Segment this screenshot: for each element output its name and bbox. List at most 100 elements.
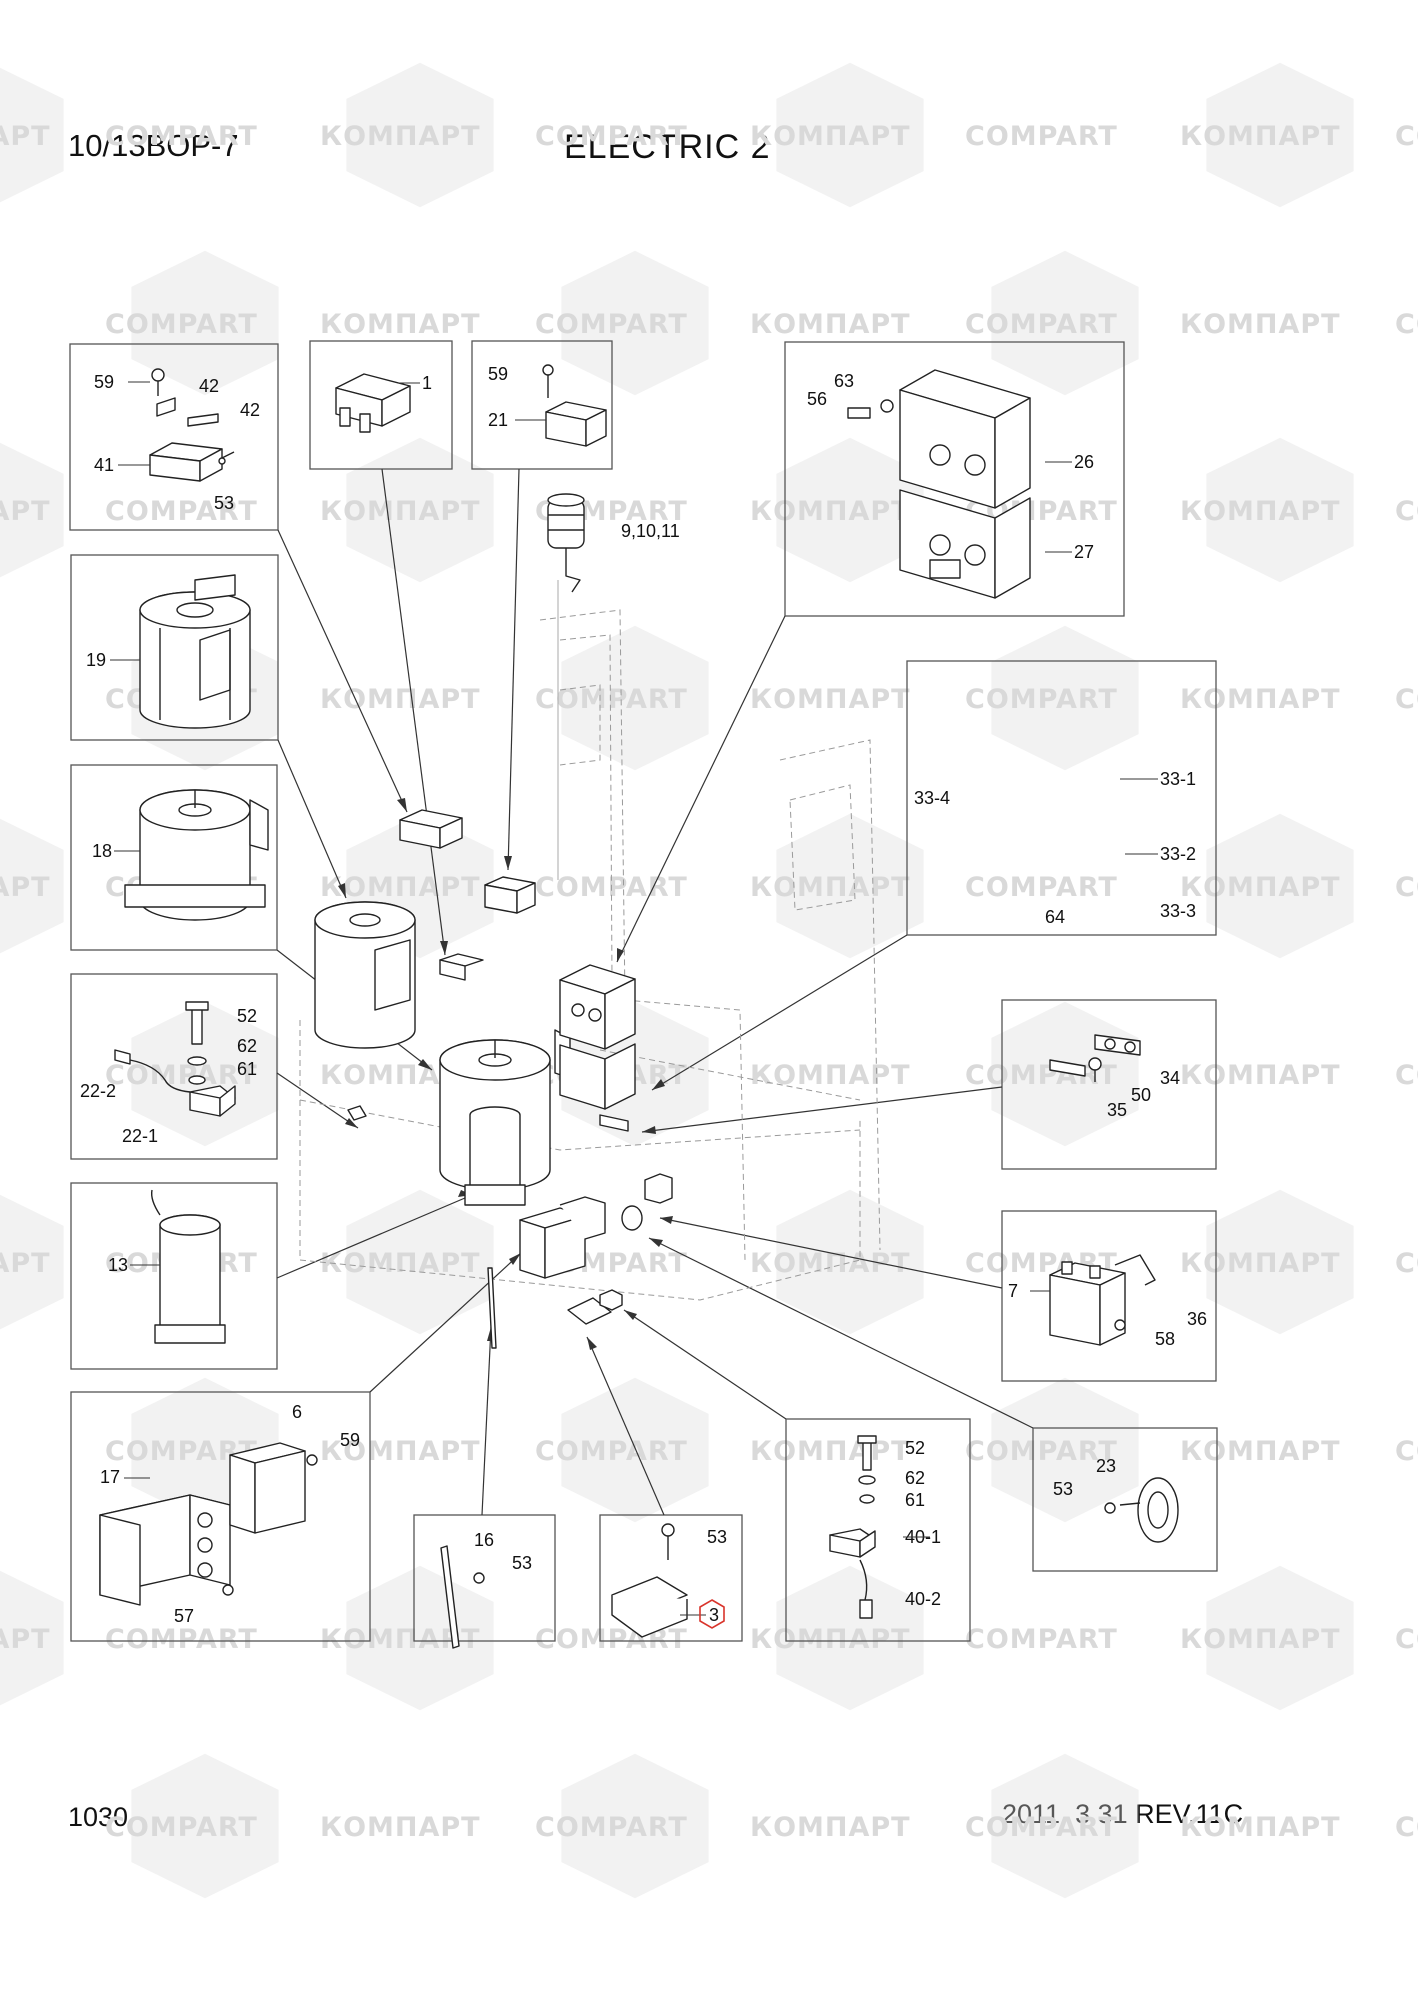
label-34: 34 xyxy=(1160,1068,1180,1088)
watermark-logo xyxy=(776,1565,924,1711)
watermark-text: COMPART xyxy=(1395,309,1418,340)
label-42: 42 xyxy=(240,400,260,420)
watermark-text: COMPART xyxy=(535,309,688,340)
watermark-text: КОМПАРТ xyxy=(750,1436,911,1467)
label-6: 6 xyxy=(292,1402,302,1422)
label-62: 62 xyxy=(905,1468,925,1488)
watermark-text: КОМПАРТ xyxy=(320,1248,481,1279)
motor-19-drawing xyxy=(139,574,251,729)
label-52: 52 xyxy=(237,1006,257,1026)
label-61: 61 xyxy=(237,1059,257,1079)
watermark-text: КОМПАРТ xyxy=(1180,1812,1341,1843)
watermark-layer: КОМПАРТ COMPART КОМПАРТ COMPART КОМПАРТ COMPA… xyxy=(0,62,1418,1899)
plate-34-35-drawing xyxy=(1049,1034,1141,1082)
watermark-text: COMPART xyxy=(1395,121,1418,152)
label-27: 27 xyxy=(1074,542,1094,562)
watermark-logo xyxy=(131,1001,279,1147)
watermark-text: COMPART xyxy=(1395,684,1418,715)
model-code: 10/13BOP-7 xyxy=(68,128,239,163)
label-26: 26 xyxy=(1074,452,1094,472)
watermark-text: КОМПАРТ xyxy=(320,309,481,340)
label-17: 17 xyxy=(100,1467,120,1487)
callout-boxes xyxy=(69,340,1218,1642)
watermark-logo xyxy=(561,1753,709,1899)
label-53: 53 xyxy=(1053,1479,1073,1499)
label-1: 1 xyxy=(422,373,432,393)
watermark-text: КОМПАРТ xyxy=(750,1812,911,1843)
label-64: 64 xyxy=(1045,907,1065,927)
watermark-text: КОМПАРТ xyxy=(750,872,911,903)
watermark-logo xyxy=(991,250,1139,396)
watermark-text: COMPART xyxy=(535,1436,688,1467)
watermark-text: КОМПАРТ xyxy=(320,1436,481,1467)
highlight-marker xyxy=(699,1599,725,1629)
watermark-logo xyxy=(776,437,924,583)
leader-lines xyxy=(276,468,1034,1516)
watermark-logo xyxy=(0,1570,64,1706)
watermark-logo xyxy=(991,625,1139,771)
watermark-logo xyxy=(1206,813,1354,959)
main-assembly-drawing xyxy=(314,809,673,1349)
watermark-text: COMPART xyxy=(1395,872,1418,903)
label-41: 41 xyxy=(94,455,114,475)
watermark-text: КОМПАРТ xyxy=(1180,309,1341,340)
watermark-logo xyxy=(0,1194,64,1330)
watermark-logo xyxy=(346,62,494,208)
label-22-1: 22-1 xyxy=(122,1126,158,1146)
watermark-text: КОМПАРТ xyxy=(750,1060,911,1091)
label-7: 7 xyxy=(1008,1281,1018,1301)
component-drawings xyxy=(99,364,1179,1649)
label-53: 53 xyxy=(512,1553,532,1573)
watermark-logo xyxy=(991,1753,1139,1899)
motor-18-drawing xyxy=(124,789,269,921)
watermark-logo xyxy=(0,67,64,203)
watermark-logo xyxy=(561,625,709,771)
label-35: 35 xyxy=(1107,1100,1127,1120)
watermark-text: КОМПАРТ xyxy=(750,684,911,715)
label-33-2: 33-2 xyxy=(1160,844,1196,864)
horn-23-drawing xyxy=(1104,1477,1179,1543)
label-56: 56 xyxy=(807,389,827,409)
watermark-logo xyxy=(776,1189,924,1335)
watermark-text: КОМПАРТ xyxy=(0,1248,51,1279)
watermark-text: КОМПАРТ xyxy=(750,496,911,527)
watermark-text: КОМПАРТ xyxy=(0,121,51,152)
watermark-text: КОМПАРТ xyxy=(320,121,481,152)
watermark-logo xyxy=(776,62,924,208)
label-ticks xyxy=(110,381,1158,1616)
label-21: 21 xyxy=(488,410,508,430)
label-52: 52 xyxy=(905,1438,925,1458)
label-18: 18 xyxy=(92,841,112,861)
watermark-text: КОМПАРТ xyxy=(1180,684,1341,715)
watermark-text: COMPART xyxy=(965,684,1118,715)
watermark-text: КОМПАРТ xyxy=(750,309,911,340)
watermark-text: КОМПАРТ xyxy=(1180,1060,1341,1091)
contactor-7-drawing xyxy=(1049,1254,1156,1346)
watermark-text: COMPART xyxy=(105,1624,258,1655)
watermark-logo xyxy=(776,813,924,959)
watermark-text: COMPART xyxy=(105,1812,258,1843)
label-57: 57 xyxy=(174,1606,194,1626)
switch-22-drawing xyxy=(114,1001,236,1117)
watermark-logo xyxy=(131,1753,279,1899)
label-40-2: 40-2 xyxy=(905,1589,941,1609)
watermark-text: COMPART xyxy=(105,1060,258,1091)
watermark-text: COMPART xyxy=(105,309,258,340)
watermark-text: COMPART xyxy=(1395,1812,1418,1843)
label-63: 63 xyxy=(834,371,854,391)
part-labels: 59 42 42 41 53 1 59 21 9,10,11 63 56 26 … xyxy=(80,364,1207,1626)
revision-date: 2011. 3.31 REV.11C xyxy=(1002,1799,1244,1829)
label-22-2: 22-2 xyxy=(80,1081,116,1101)
watermark-text: КОМПАРТ xyxy=(320,1812,481,1843)
cover-3-drawing xyxy=(611,1523,688,1638)
label-23: 23 xyxy=(1096,1456,1116,1476)
label-50: 50 xyxy=(1131,1085,1151,1105)
watermark-text: КОМПАРТ xyxy=(0,496,51,527)
watermark-text: COMPART xyxy=(965,309,1118,340)
label-33-1: 33-1 xyxy=(1160,769,1196,789)
label-33-3: 33-3 xyxy=(1160,901,1196,921)
watermark-text: КОМПАРТ xyxy=(1180,872,1341,903)
watermark-text: COMPART xyxy=(535,1624,688,1655)
controller-17-drawing xyxy=(99,1442,318,1606)
label-58: 58 xyxy=(1155,1329,1175,1349)
